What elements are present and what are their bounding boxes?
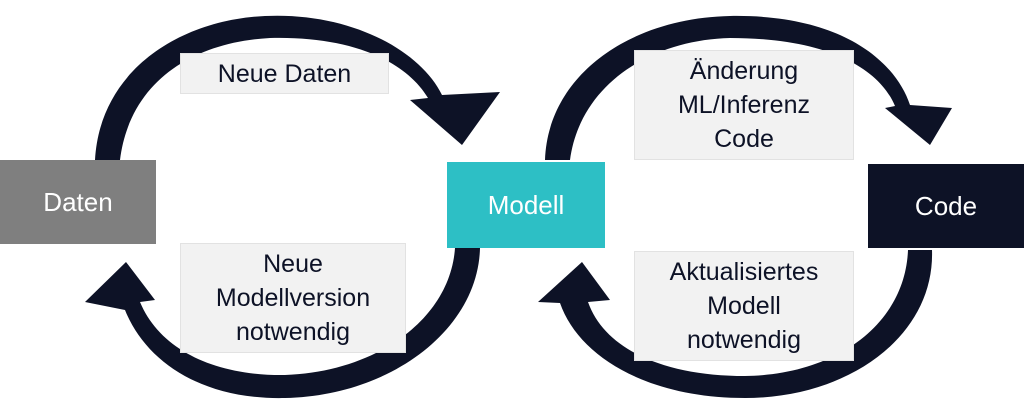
- arrow-code-to-modell: [538, 250, 933, 398]
- node-code-label: Code: [914, 190, 978, 221]
- edge-label-line: Code: [714, 125, 774, 153]
- edge-label-line: notwendig: [236, 318, 350, 346]
- edge-label-line: Modell: [707, 292, 781, 320]
- arrow-daten-to-modell: [95, 15, 500, 161]
- edge-label-line: ML/Inferenz: [677, 91, 810, 119]
- edge-label-line: Neue: [263, 250, 323, 278]
- edge-label-line: Neue Daten: [217, 59, 352, 88]
- edge-label-line: notwendig: [687, 326, 801, 354]
- node-daten: Daten: [0, 160, 156, 244]
- arrow-modell-to-daten: [85, 248, 480, 399]
- edge-label-neue-modellversion: Neue Modellversion notwendig: [180, 243, 406, 353]
- edge-label-line: Aktualisiertes: [669, 258, 819, 286]
- edge-label-neue-daten: Neue Daten: [180, 53, 389, 94]
- node-modell-label: Modell: [487, 189, 565, 220]
- node-code: Code: [868, 164, 1024, 248]
- edge-label-line: Änderung: [689, 57, 799, 85]
- edge-label-aktualisiertes-modell: Aktualisiertes Modell notwendig: [634, 251, 854, 361]
- node-modell: Modell: [447, 162, 605, 248]
- edge-label-line: Modellversion: [215, 284, 371, 312]
- node-daten-label: Daten: [43, 186, 113, 217]
- edge-label-aenderung-code: Änderung ML/Inferenz Code: [634, 50, 854, 160]
